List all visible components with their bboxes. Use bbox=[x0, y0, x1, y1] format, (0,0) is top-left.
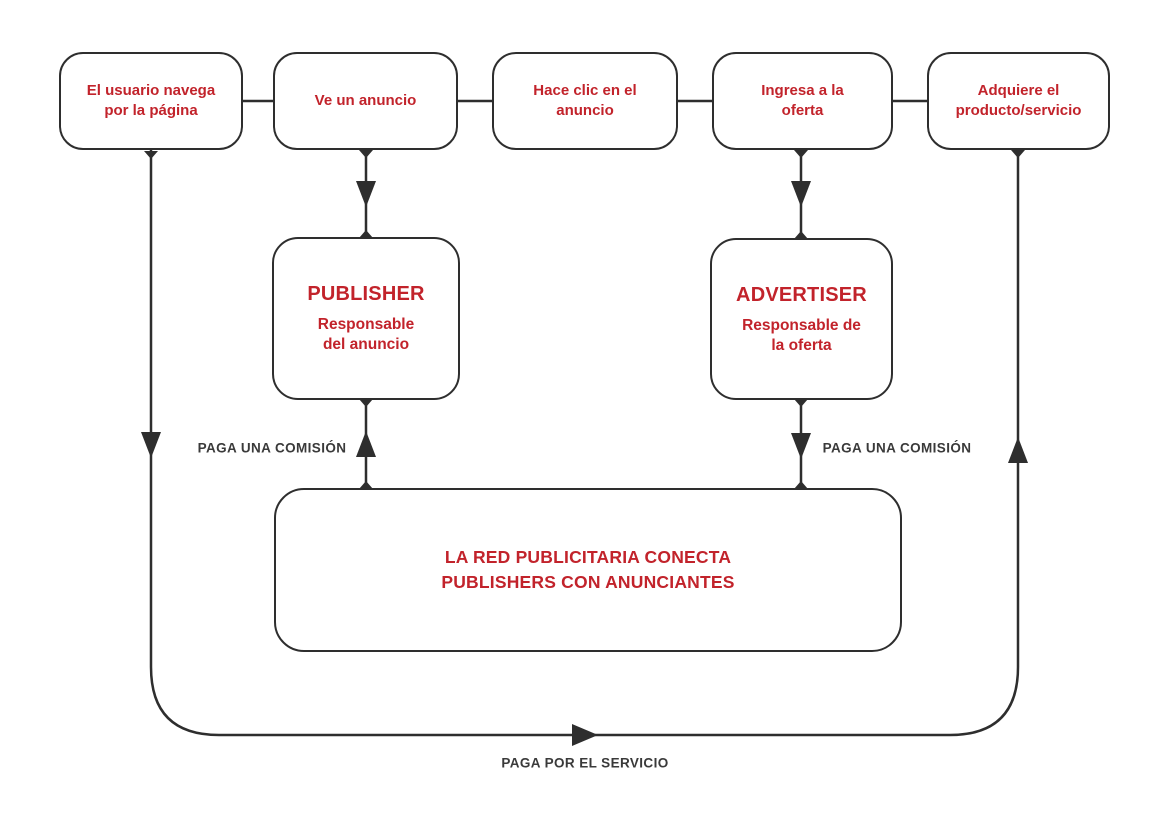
ad-network-label: LA RED PUBLICITARIA CONECTA PUBLISHERS C… bbox=[441, 547, 735, 592]
arrowhead-down-to-advertiser bbox=[791, 181, 811, 207]
node-ad-network: LA RED PUBLICITARIA CONECTA PUBLISHERS C… bbox=[274, 488, 902, 652]
arrowhead-up-right-loop bbox=[1008, 437, 1028, 463]
node-sees-ad-label: Ve un anuncio bbox=[314, 92, 417, 109]
publisher-title: PUBLISHER bbox=[307, 283, 425, 305]
node-user-navigates-label: El usuario navega por la página bbox=[86, 82, 216, 119]
anchor-step1-bottom bbox=[144, 151, 158, 159]
node-advertiser: ADVERTISER Responsable de la oferta bbox=[710, 238, 893, 400]
node-enters-offer-label: Ingresa a la oferta bbox=[761, 82, 844, 119]
node-enters-offer: Ingresa a la oferta bbox=[712, 52, 893, 150]
advertiser-title: ADVERTISER bbox=[736, 283, 867, 306]
publisher-subtitle: Responsable del anuncio bbox=[317, 316, 415, 353]
edge-label-pays-for-service: PAGA POR EL SERVICIO bbox=[501, 755, 669, 771]
arrowhead-right-service bbox=[572, 724, 598, 746]
node-sees-ad: Ve un anuncio bbox=[273, 52, 458, 150]
advertiser-subtitle: Responsable de la oferta bbox=[742, 316, 861, 354]
arrowhead-down-to-publisher bbox=[356, 181, 376, 207]
node-acquires-product-label: Adquiere el producto/servicio bbox=[955, 82, 1082, 119]
node-publisher: PUBLISHER Responsable del anuncio bbox=[272, 237, 460, 400]
anchor-step5-bottom bbox=[1011, 150, 1025, 158]
node-clicks-ad: Hace clic en el anuncio bbox=[492, 52, 678, 150]
arrowhead-down-left-loop bbox=[141, 432, 161, 458]
anchor-step2-bottom bbox=[359, 150, 373, 158]
node-user-navigates: El usuario navega por la página bbox=[59, 52, 243, 150]
anchor-step4-bottom bbox=[794, 150, 808, 158]
anchor-publisher-bottom bbox=[359, 399, 373, 407]
arrowhead-down-to-network bbox=[791, 433, 811, 459]
edge-label-commission-left: PAGA UNA COMISIÓN bbox=[197, 440, 347, 456]
arrowhead-up-to-publisher bbox=[356, 431, 376, 457]
edge-label-commission-right: PAGA UNA COMISIÓN bbox=[822, 440, 972, 456]
node-acquires-product: Adquiere el producto/servicio bbox=[927, 52, 1110, 150]
node-clicks-ad-label: Hace clic en el anuncio bbox=[533, 82, 637, 119]
anchor-advertiser-bottom bbox=[794, 399, 808, 407]
